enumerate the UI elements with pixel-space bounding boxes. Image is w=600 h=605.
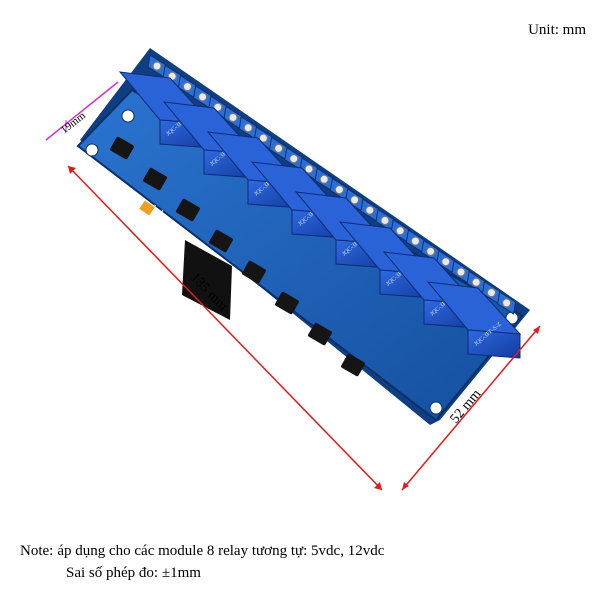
terminal-screw [410, 236, 420, 246]
pcb-surface [76, 88, 524, 422]
width-dimension-line [45, 81, 119, 141]
note-block: Note:áp dụng cho các module 8 relay tươn… [20, 540, 384, 584]
terminal-screw [334, 185, 344, 195]
optocoupler-row [110, 136, 365, 377]
terminal-screw [502, 298, 512, 308]
depth-arrow-end [533, 326, 540, 334]
note-line-2: Sai số phép đo: ±1mm [66, 565, 201, 581]
terminal-screw [274, 143, 284, 153]
terminal-screw [486, 288, 496, 298]
terminal-screw [365, 205, 375, 215]
terminal-screw [152, 61, 162, 71]
depth-dimension-line [401, 325, 541, 491]
pin-label: GND IN1 IN2 ... VCC [339, 415, 396, 457]
optocoupler [341, 353, 365, 377]
terminal-screw [471, 277, 481, 287]
unit-label: Unit: mm [528, 22, 586, 38]
terminal-screw [182, 82, 192, 92]
optocoupler [242, 260, 266, 284]
relay: JQC-3FF-S-Z [426, 281, 522, 359]
terminal-screw [304, 164, 314, 174]
optocoupler [176, 198, 200, 222]
pin-header [182, 240, 232, 320]
length-arrow-end [374, 482, 382, 490]
length-dimension-line [67, 165, 383, 491]
note-line-1: áp dụng cho các module 8 relay tương tự:… [57, 543, 385, 559]
mount-hole-bl [429, 401, 443, 415]
pin-header-body [182, 240, 232, 320]
depth-arrow-start [402, 482, 409, 490]
pcb-board [76, 48, 530, 425]
terminal-screw [228, 113, 238, 122]
width-label: 19mm [58, 109, 88, 136]
relay-face [467, 329, 521, 359]
mount-hole-tr [121, 109, 135, 123]
terminal-screw [258, 133, 268, 143]
terminal-screw [456, 267, 466, 277]
optocoupler [143, 167, 167, 191]
terminal-screw [198, 92, 208, 102]
terminal-screw [213, 102, 223, 112]
terminal-screw [319, 174, 329, 184]
optocoupler [275, 291, 299, 315]
optocoupler [209, 229, 233, 253]
optocoupler [110, 136, 134, 160]
optocoupler [308, 322, 332, 346]
power-led [139, 200, 155, 216]
terminal-block-strip [147, 54, 517, 315]
note-prefix: Note: [20, 543, 54, 559]
terminal-screw [350, 195, 360, 205]
terminal-screw [395, 226, 405, 236]
length-arrow-start [68, 166, 76, 174]
terminal-screw [289, 154, 299, 164]
terminal-screw [380, 216, 390, 225]
mount-hole-tl [85, 143, 99, 157]
terminal-screw [426, 246, 436, 256]
terminal-screw [441, 257, 451, 267]
relay-row: JQC-3FF-S-ZJQC-3FF-S-ZJQC-3FF-S-ZJQC-3FF… [118, 71, 522, 359]
terminal-screw [243, 123, 253, 133]
